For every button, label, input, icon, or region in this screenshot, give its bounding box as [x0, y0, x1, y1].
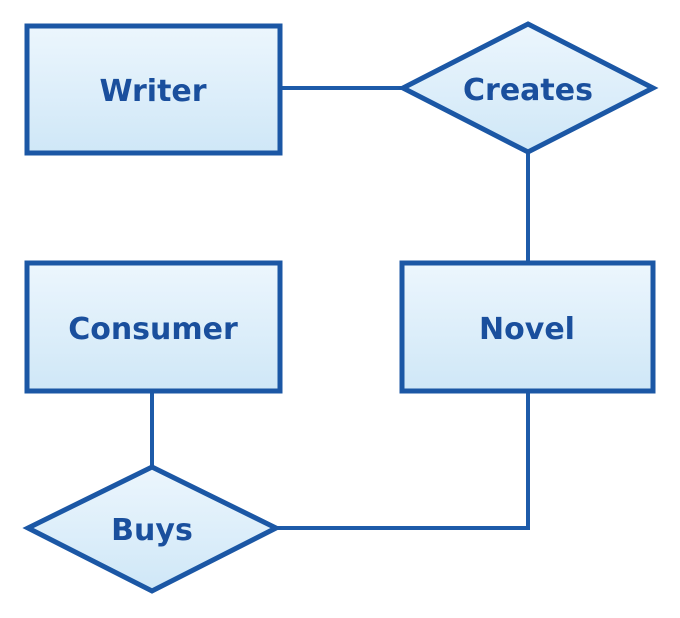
relationship-buys-label: Buys [111, 513, 193, 548]
entity-writer-box [24, 23, 283, 156]
entity-writer-label: Writer [99, 74, 206, 109]
entity-novel-box [399, 260, 656, 394]
entity-novel: Novel [399, 260, 656, 394]
relationship-creates-diamond [397, 21, 659, 155]
entity-consumer-label: Consumer [68, 312, 238, 347]
relationship-creates-label: Creates [463, 73, 593, 108]
entity-consumer-box [24, 260, 283, 394]
entity-novel-label: Novel [479, 312, 575, 347]
entity-writer: Writer [24, 23, 283, 156]
relationship-buys: Buys [22, 464, 282, 594]
relationship-buys-diamond [22, 464, 282, 594]
relationship-creates: Creates [397, 21, 659, 155]
entity-consumer: Consumer [24, 260, 283, 394]
connector-buys-novel [274, 392, 530, 530]
